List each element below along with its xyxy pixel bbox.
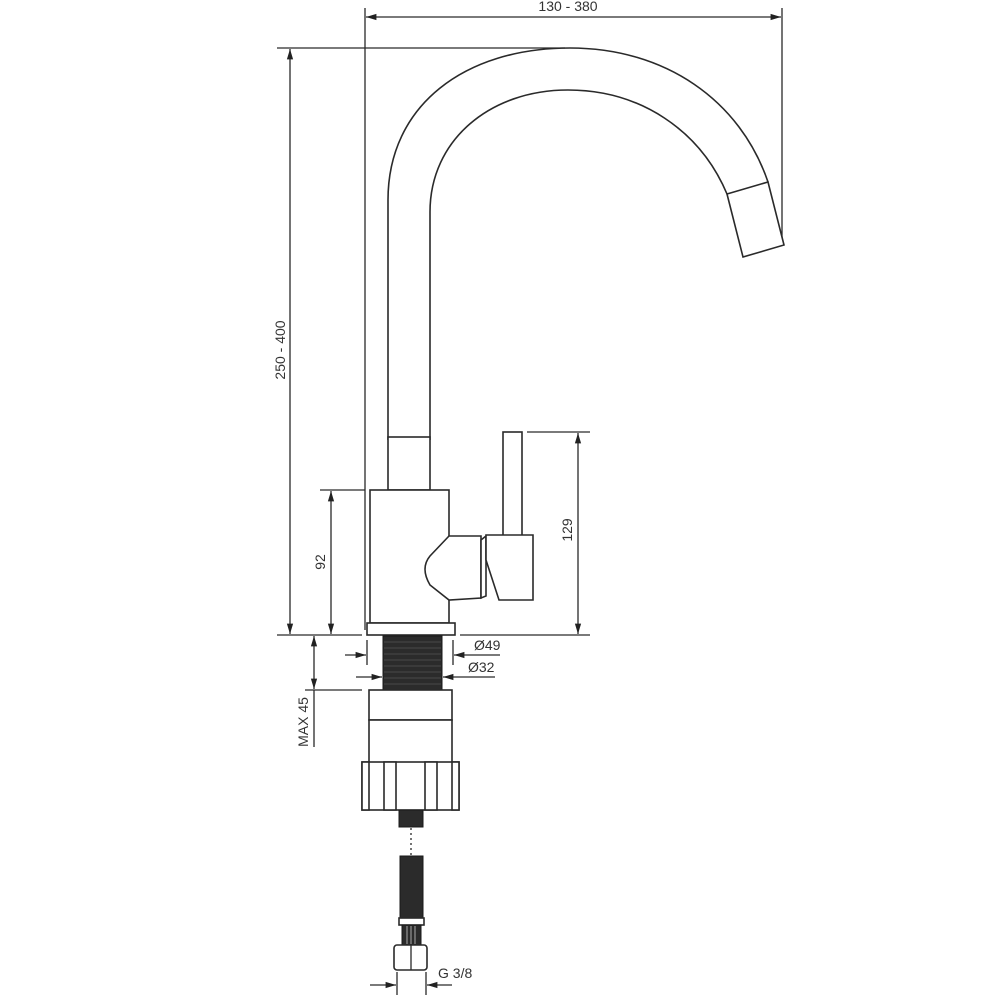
reach-label: 130 - 380 [538,0,597,14]
base-diameter-label: Ø49 [474,637,501,653]
dimension-hose-connection: G 3/8 [370,965,472,995]
dimension-diameters: Ø49 Ø32 [345,637,501,681]
mounting-thread [382,635,443,691]
faucet-body [366,436,487,636]
thread-diameter-label: Ø32 [468,659,495,675]
dimension-handle-height: 129 [460,431,590,636]
handle-height-label: 129 [559,518,575,542]
dimension-body-height: 92 [312,489,365,634]
aerator-nozzle [726,180,785,259]
dimension-height: 250 - 400 [272,47,565,636]
dimension-max-thickness: MAX 45 [295,636,362,747]
supply-hose [393,809,428,971]
spout [387,47,785,440]
hose-connection-label: G 3/8 [438,965,472,981]
lever-handle [485,431,534,601]
body-height-label: 92 [312,554,328,570]
height-label: 250 - 400 [272,320,288,379]
max-thickness-label: MAX 45 [295,697,311,747]
cartridge [424,535,482,601]
mounting-nut [361,689,460,811]
dimension-reach: 130 - 380 [364,0,783,630]
